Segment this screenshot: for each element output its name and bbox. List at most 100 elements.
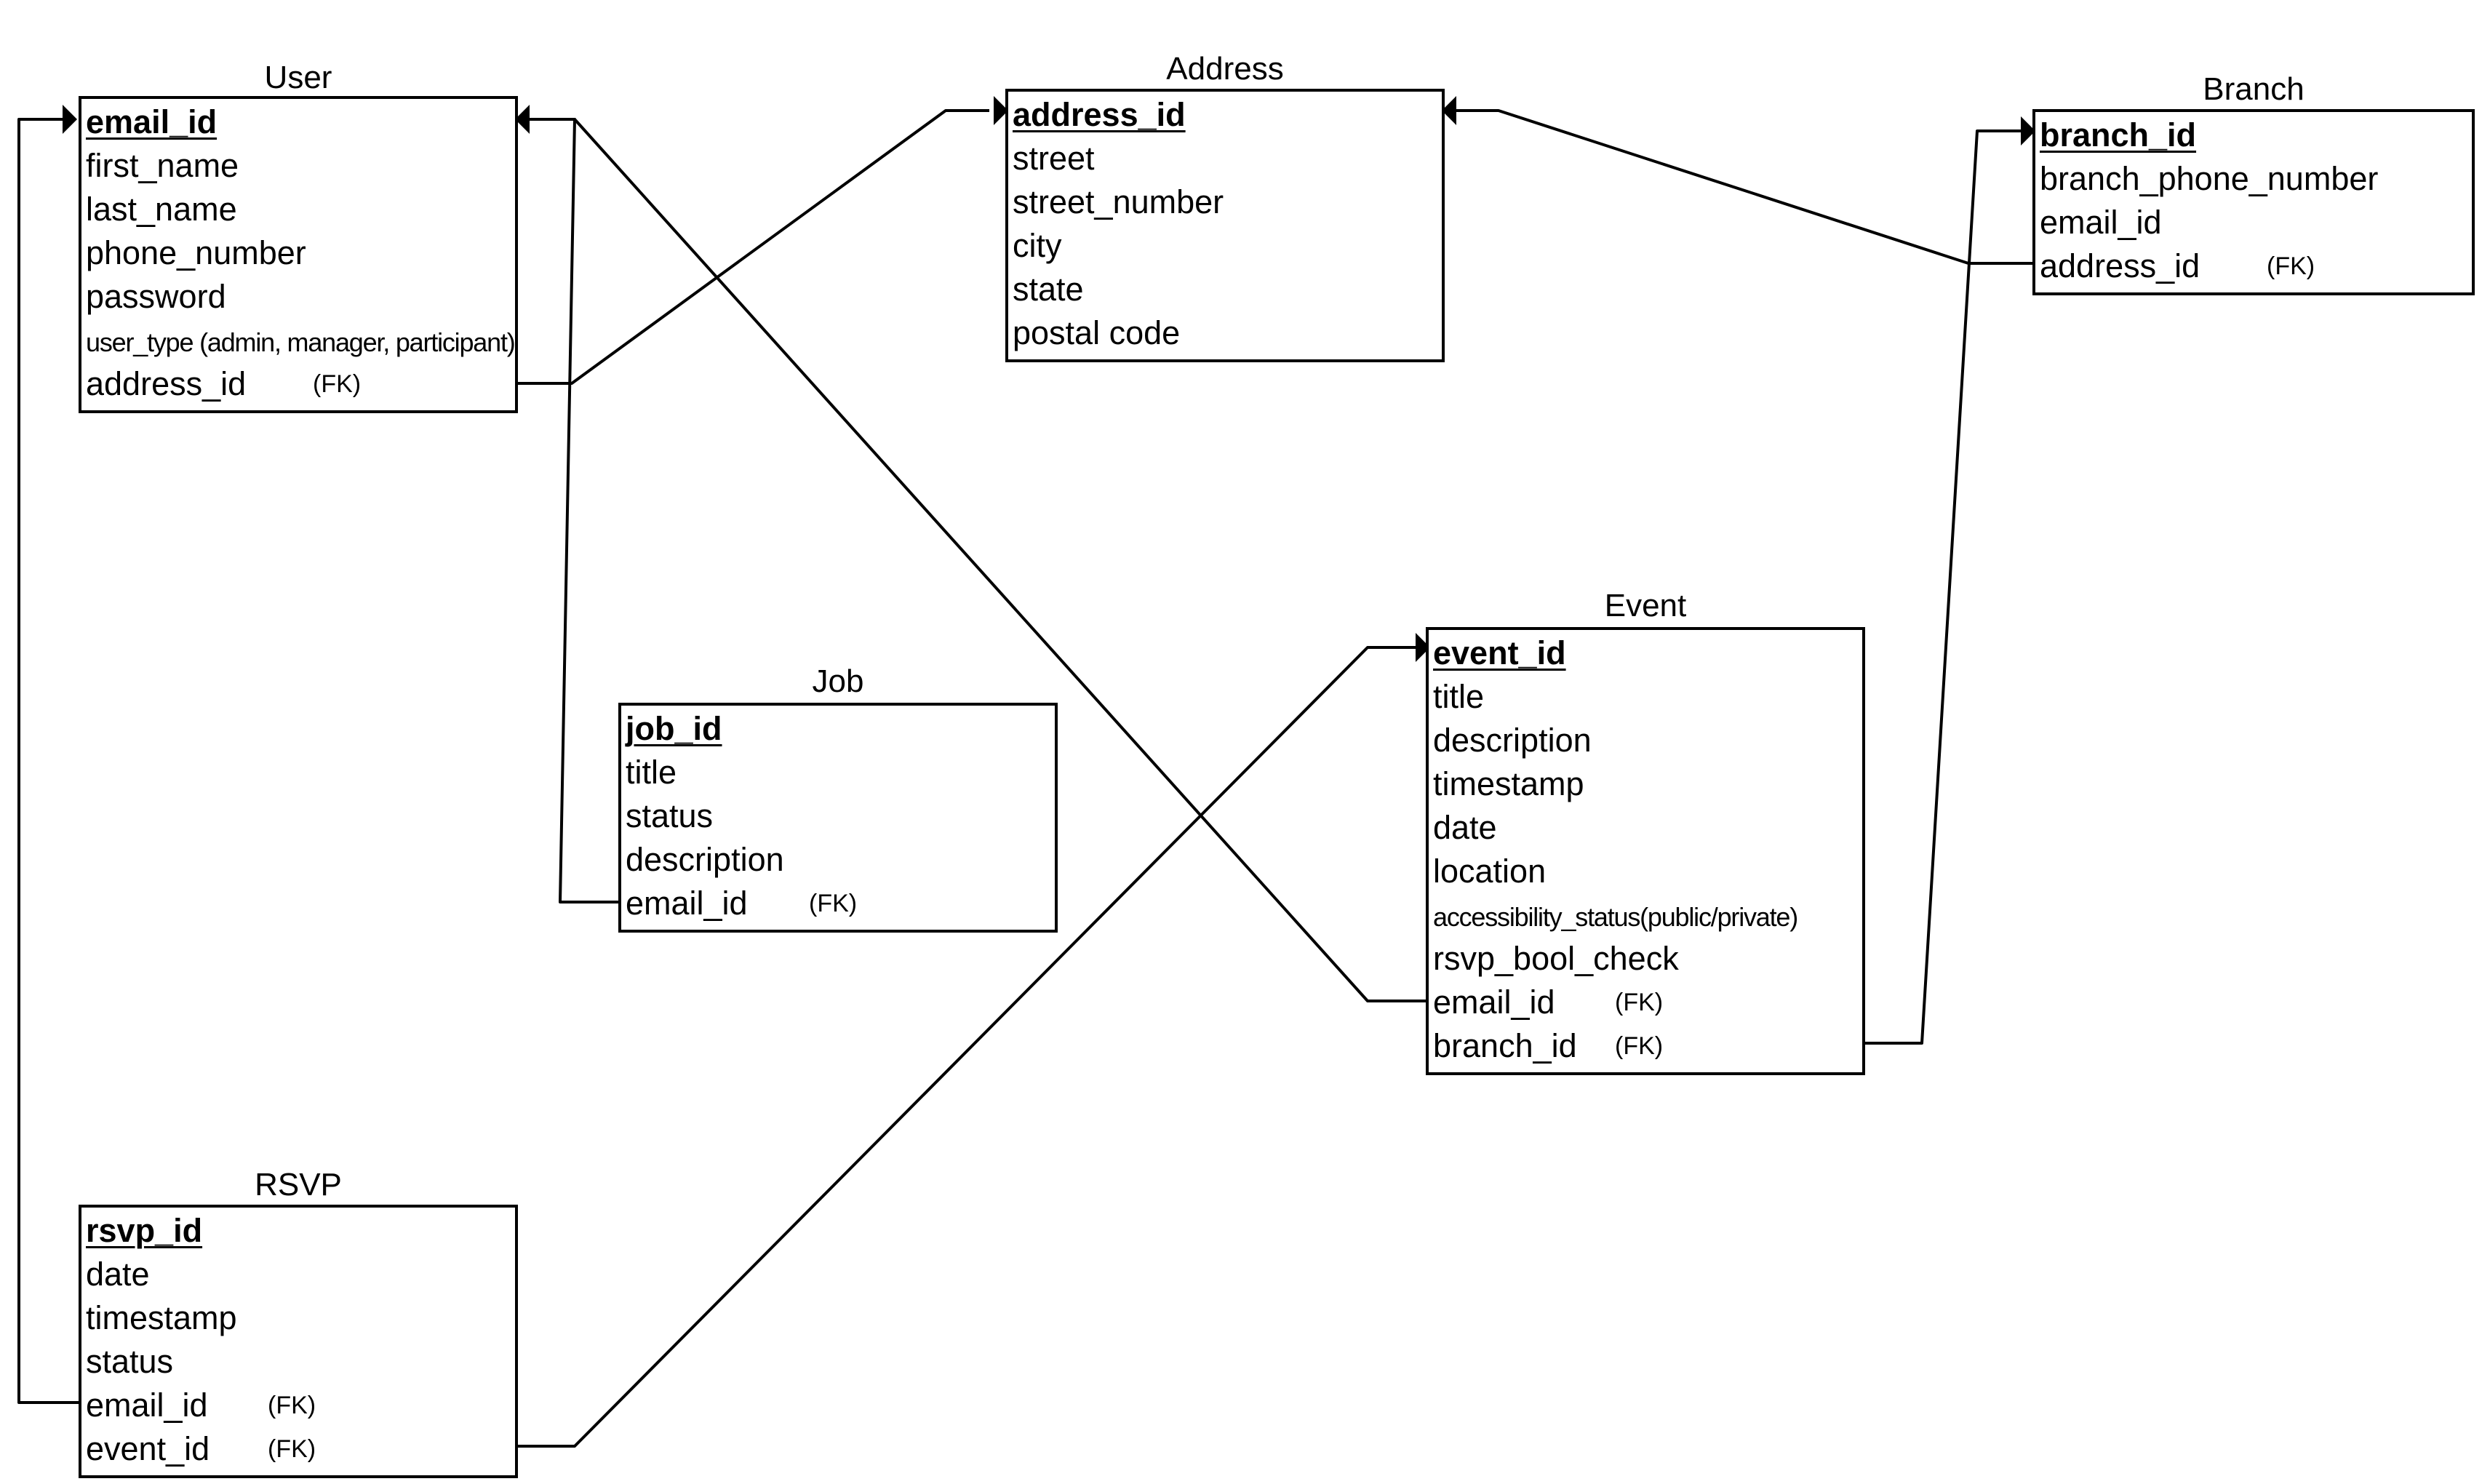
attribute-name: branch_id (1433, 1027, 1577, 1064)
entity-title: Branch (2203, 71, 2305, 107)
attribute-row[interactable]: timestamp (1429, 762, 1862, 806)
entity-title: User (264, 60, 332, 95)
attribute-row[interactable]: email_id (2035, 201, 2472, 244)
arrowhead-address-id-right (1442, 96, 1456, 125)
foreign-key-marker: (FK) (1615, 1032, 1664, 1060)
primary-key-row[interactable]: rsvp_id (81, 1209, 515, 1253)
attribute-name: timestamp (86, 1299, 237, 1336)
attribute-name: rsvp_bool_check (1433, 940, 1679, 977)
relationship-user-address (516, 109, 989, 385)
primary-key-name: branch_id (2040, 116, 2197, 153)
attribute-row[interactable]: first_name (81, 144, 515, 188)
relationship-event-branch (1864, 129, 2030, 1045)
foreign-key-row[interactable]: email_id (FK) (81, 1384, 515, 1427)
attribute-name: email_id (2040, 204, 2162, 241)
entity-title: Event (1604, 588, 1687, 623)
attribute-row[interactable]: state (1008, 268, 1442, 311)
foreign-key-marker: (FK) (1615, 989, 1664, 1016)
foreign-key-row[interactable]: event_id (FK) (81, 1427, 515, 1471)
primary-key-name: rsvp_id (86, 1212, 203, 1249)
attribute-row[interactable]: user_type (admin, manager, participant) (81, 319, 516, 362)
attribute-row[interactable]: title (1429, 675, 1862, 719)
attribute-row[interactable]: accessibility_status(public/private) (1429, 893, 1862, 937)
attribute-row[interactable]: city (1008, 224, 1442, 268)
attribute-name: city (1013, 227, 1062, 264)
foreign-key-row[interactable]: branch_id (FK) (1429, 1024, 1862, 1068)
primary-key-row[interactable]: event_id (1429, 631, 1862, 675)
arrowhead-user-email-id (63, 105, 77, 134)
attribute-row[interactable]: postal code (1008, 311, 1442, 355)
primary-key-name: email_id (86, 103, 218, 140)
attribute-row[interactable]: date (81, 1253, 515, 1296)
attribute-row[interactable]: branch_phone_number (2035, 157, 2472, 201)
primary-key-row[interactable]: job_id (621, 707, 1055, 751)
relationship-branch-address (1452, 109, 2034, 265)
attribute-name: description (1433, 722, 1592, 759)
attribute-name: street_number (1013, 183, 1224, 220)
foreign-key-row[interactable]: email_id (FK) (1429, 981, 1862, 1024)
attribute-row[interactable]: street_number (1008, 180, 1442, 224)
primary-key-name: job_id (626, 710, 722, 747)
attribute-name: state (1013, 271, 1084, 308)
attribute-name: date (86, 1256, 150, 1293)
foreign-key-marker: (FK) (268, 1392, 316, 1419)
relationship-job-user (518, 118, 618, 903)
attribute-name: accessibility_status(public/private) (1433, 902, 1798, 932)
attribute-name: email_id (86, 1387, 208, 1424)
attribute-name: title (1433, 678, 1485, 715)
foreign-key-marker: (FK) (2267, 252, 2315, 280)
foreign-key-marker: (FK) (313, 370, 362, 398)
attribute-row[interactable]: last_name (81, 188, 515, 231)
attribute-row[interactable]: description (621, 838, 1055, 882)
attribute-row[interactable]: status (81, 1340, 515, 1384)
foreign-key-row[interactable]: address_id (FK) (2035, 244, 2472, 288)
attribute-name: status (86, 1343, 174, 1380)
attribute-name: last_name (86, 191, 237, 228)
primary-key-name: event_id (1433, 634, 1566, 671)
foreign-key-marker: (FK) (268, 1435, 316, 1463)
arrowhead-address-id-left (994, 96, 1008, 125)
arrowhead-event-id (1416, 633, 1430, 662)
attribute-row[interactable]: phone_number (81, 231, 515, 275)
relationship-rsvp-event (516, 646, 1418, 1448)
attribute-row[interactable]: status (621, 794, 1055, 838)
relationship-event-user (518, 118, 1427, 1002)
primary-key-name: address_id (1013, 96, 1186, 133)
attribute-name: first_name (86, 147, 239, 184)
attribute-name: address_id (2040, 247, 2200, 284)
entity-title: Job (812, 663, 864, 699)
attribute-name: description (626, 841, 784, 878)
attribute-row[interactable]: title (621, 751, 1055, 794)
attribute-name: postal code (1013, 314, 1181, 351)
attribute-row[interactable]: password (81, 275, 515, 319)
attribute-name: date (1433, 809, 1497, 846)
attribute-name: street (1013, 140, 1095, 177)
primary-key-row[interactable]: email_id (81, 100, 515, 144)
foreign-key-row[interactable]: address_id(FK) (81, 362, 515, 406)
primary-key-row[interactable]: branch_id (2035, 113, 2472, 157)
attribute-name: event_id (86, 1430, 210, 1467)
attribute-name: password (86, 278, 226, 315)
attribute-row[interactable]: description (1429, 719, 1862, 762)
attribute-row[interactable]: street (1008, 137, 1442, 180)
attribute-name: phone_number (86, 234, 306, 271)
attribute-name: location (1433, 853, 1547, 890)
attribute-row[interactable]: location (1429, 850, 1862, 893)
relationship-rsvp-user (17, 118, 79, 1404)
arrowhead-user-email-id-right (515, 105, 530, 134)
attribute-row[interactable]: rsvp_bool_check (1429, 937, 1862, 981)
attribute-row[interactable]: timestamp (81, 1296, 515, 1340)
arrowhead-branch-id (2021, 116, 2035, 145)
attribute-row[interactable]: date (1429, 806, 1862, 850)
foreign-key-marker: (FK) (809, 890, 858, 917)
primary-key-row[interactable]: address_id (1008, 93, 1442, 137)
entity-title: Address (1166, 51, 1284, 87)
attribute-name: branch_phone_number (2040, 160, 2379, 197)
foreign-key-row[interactable]: email_id(FK) (621, 882, 1055, 925)
attribute-name: email_id (1433, 984, 1555, 1021)
